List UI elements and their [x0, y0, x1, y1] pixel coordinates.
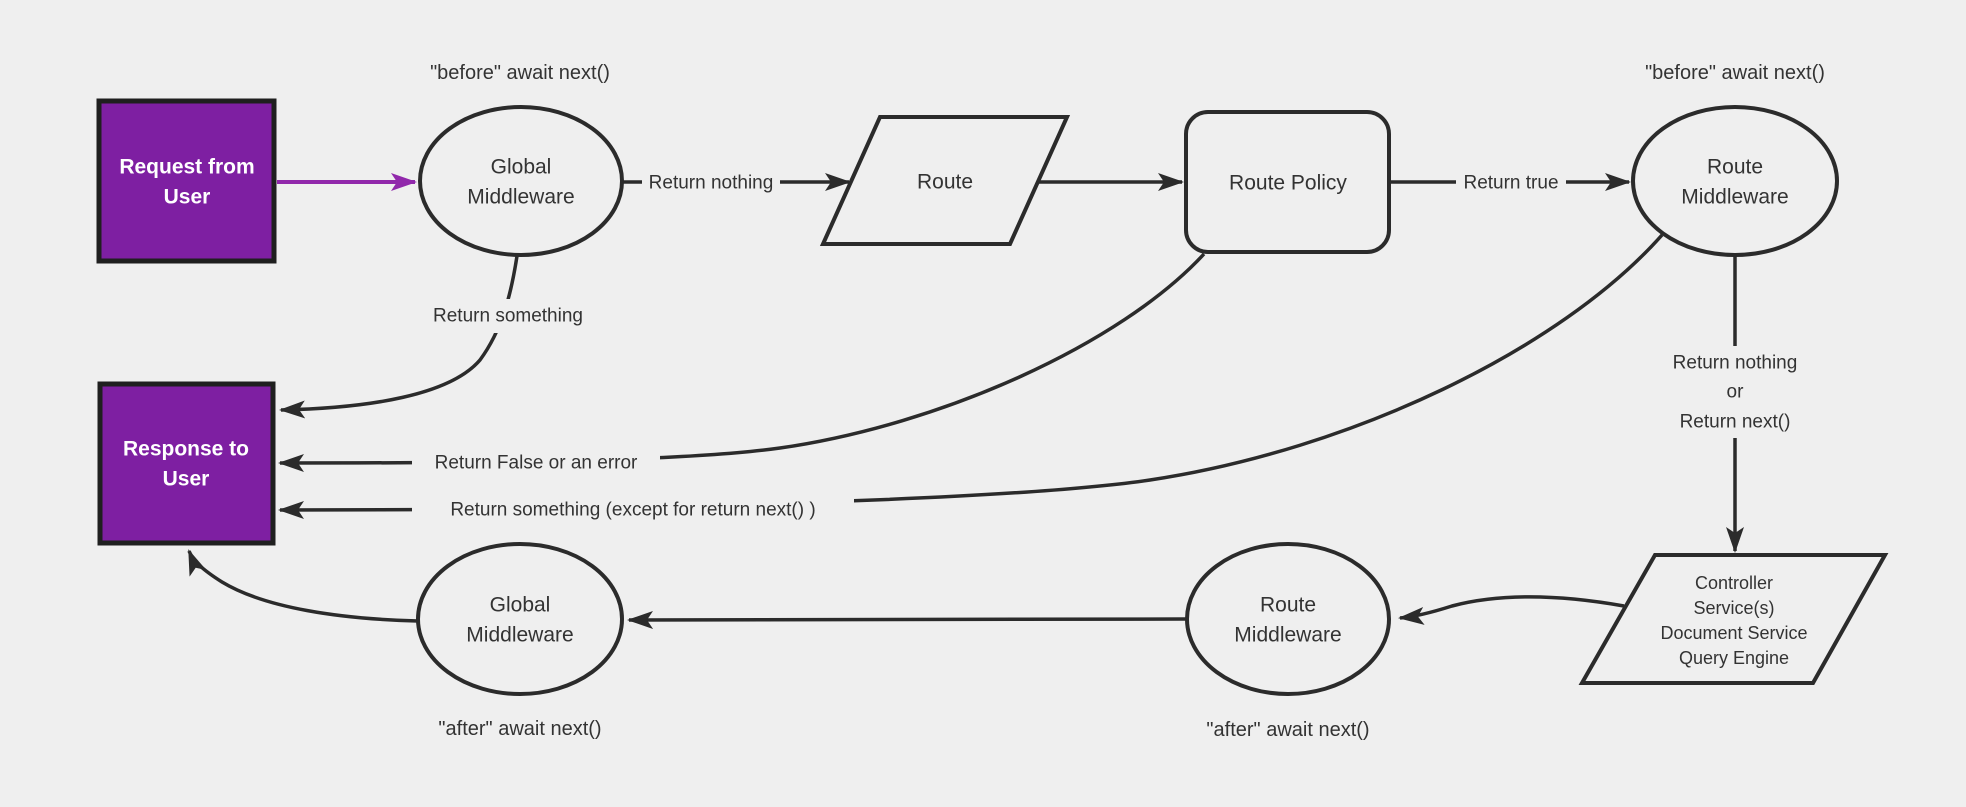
route-parallelogram	[819, 115, 1071, 246]
global-middleware-top-ellipse	[418, 105, 624, 257]
edge-route-policy-return-false	[278, 252, 1206, 472]
response-to-user-node: Response to User	[97, 381, 276, 546]
route-middleware-bottom-node: Route Middleware	[1185, 542, 1391, 696]
edge-label-return-nothing-or-line2: or	[1727, 382, 1745, 403]
edge-label-return-nothing: Return nothing	[649, 173, 774, 194]
global-middleware-top-node: Global Middleware	[418, 105, 624, 257]
annotation-after-left: "after" await next()	[438, 718, 601, 740]
route-policy-label: Route Policy	[1229, 172, 1347, 195]
edges	[187, 173, 1744, 629]
route-middleware-top-label-line2: Middleware	[1681, 186, 1788, 209]
global-middleware-bottom-node: Global Middleware	[416, 542, 624, 696]
edge-label-bg	[414, 299, 602, 333]
controller-services-node: Controller Service(s) Document Service Q…	[1578, 553, 1889, 685]
annotations: "before" await next() "before" await nex…	[430, 62, 1825, 741]
annotation-after-right: "after" await next()	[1206, 719, 1369, 741]
edge-global-middleware-return-something	[279, 255, 519, 419]
annotation-before-right: "before" await next()	[1645, 62, 1825, 84]
request-from-user-label-line2: User	[164, 186, 211, 209]
controller-services-label-line1: Controller	[1695, 573, 1773, 593]
global-middleware-bottom-label-line2: Middleware	[466, 624, 573, 647]
edge-label-return-something-except: Return something (except for return next…	[450, 500, 815, 521]
edge-label-bg	[1645, 346, 1825, 438]
edge-route-middleware-to-global-middleware-bottom	[627, 610, 1187, 629]
route-label: Route	[917, 171, 973, 194]
response-to-user-label-line1: Response to	[123, 438, 249, 461]
controller-services-label-line2: Service(s)	[1693, 598, 1774, 618]
nodes: Request from User Response to User Globa…	[96, 98, 1889, 696]
edge-label-bg	[642, 166, 780, 198]
global-middleware-top-label-line1: Global	[491, 156, 552, 179]
global-middleware-bottom-ellipse	[416, 542, 624, 696]
route-middleware-top-label-line1: Route	[1707, 156, 1763, 179]
request-from-user-box	[96, 98, 277, 264]
edge-label-return-nothing-or-line3: Return next()	[1680, 412, 1791, 433]
route-policy-rect	[1184, 110, 1391, 254]
edge-label-bg	[412, 446, 660, 480]
global-middleware-bottom-label-line1: Global	[490, 594, 551, 617]
route-node: Route	[819, 115, 1071, 246]
controller-services-parallelogram	[1578, 553, 1889, 685]
request-from-user-label-line1: Request from	[119, 156, 254, 179]
edge-services-to-route-middleware-bottom	[1398, 595, 1625, 625]
route-middleware-top-ellipse	[1631, 105, 1839, 257]
edge-label-return-true: Return true	[1463, 173, 1558, 194]
route-middleware-top-node: Route Middleware	[1631, 105, 1839, 257]
response-to-user-label-line2: User	[163, 468, 210, 491]
global-middleware-top-label-line2: Middleware	[467, 186, 574, 209]
route-policy-node: Route Policy	[1184, 110, 1391, 254]
response-to-user-box	[97, 381, 276, 546]
edge-labels: Return nothing Return true Return someth…	[412, 166, 1825, 527]
controller-services-label-line4: Query Engine	[1679, 648, 1789, 668]
route-middleware-bottom-ellipse	[1185, 542, 1391, 696]
route-middleware-bottom-label-line2: Middleware	[1234, 624, 1341, 647]
edge-label-bg	[1456, 166, 1566, 198]
edge-label-return-nothing-or-line1: Return nothing	[1673, 353, 1798, 374]
edge-global-middleware-bottom-to-response	[187, 549, 419, 623]
edge-label-return-false: Return False or an error	[435, 453, 638, 474]
controller-services-label-line3: Document Service	[1660, 623, 1807, 643]
request-from-user-node: Request from User	[96, 98, 277, 264]
edge-label-return-something: Return something	[433, 306, 583, 327]
annotation-before-left: "before" await next()	[430, 62, 610, 84]
edge-label-bg	[412, 493, 854, 527]
route-middleware-bottom-label-line1: Route	[1260, 594, 1316, 617]
